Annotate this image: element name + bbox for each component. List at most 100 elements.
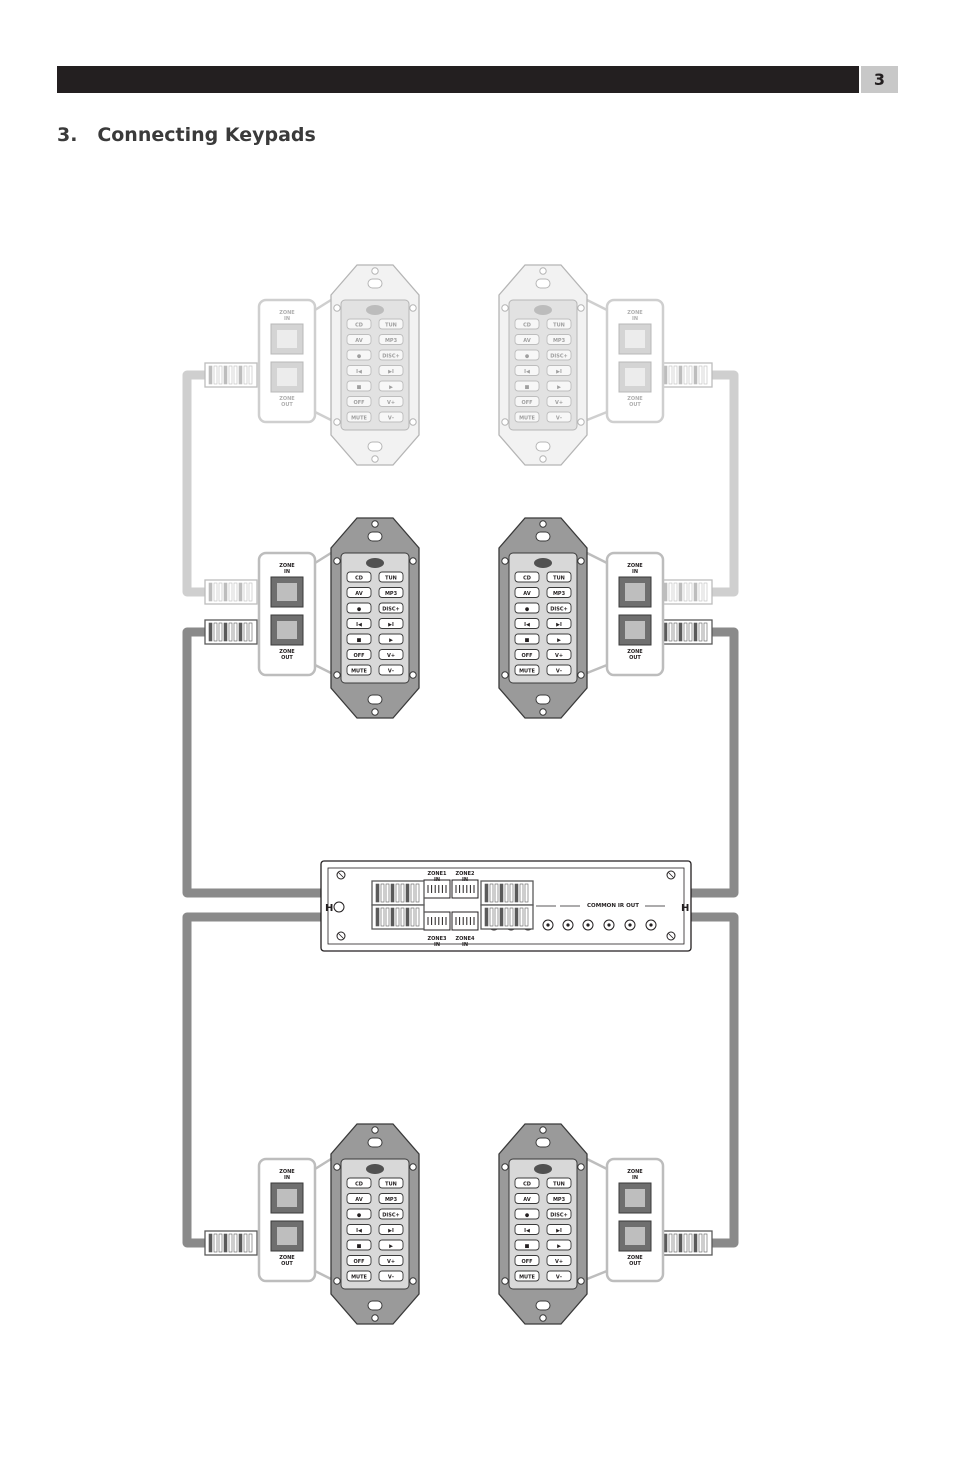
plug-rib [238, 622, 243, 642]
keypad-button [546, 411, 572, 423]
keypad-button-label: I◀ [524, 1228, 530, 1234]
keypad-button [378, 1193, 404, 1204]
keypad-button-label: AV [523, 338, 531, 344]
keypad-button-label: DISC+ [382, 1212, 399, 1218]
ir-sensor-icon [534, 558, 552, 568]
screw-icon [371, 1126, 379, 1134]
keypad-button-label: MUTE [519, 668, 535, 674]
screw-icon [539, 708, 547, 716]
screw-icon [333, 557, 341, 565]
common-ir-socket-pin [607, 923, 611, 927]
plug-rib [509, 883, 514, 903]
keypad-button [546, 587, 572, 598]
zone-in-label: ZONE [279, 310, 295, 316]
plug-rib [673, 582, 678, 602]
hub-zone-label: ZONE1 [428, 871, 447, 877]
keypad-button-label: I◀ [356, 369, 362, 375]
plug-rib [395, 883, 400, 903]
plug-rib [683, 365, 688, 385]
keypad-button [378, 396, 404, 407]
keypad-button-label: CD [355, 575, 363, 581]
keypad-button [514, 318, 540, 330]
keypad-button-label: MUTE [351, 668, 367, 674]
plug-rib [380, 883, 385, 903]
keypad-button-label: ▶I [388, 369, 394, 375]
plug-rib [415, 907, 420, 927]
keypad-button-label: DISC+ [550, 353, 567, 359]
keypad-button-label: TUN [553, 575, 565, 581]
screw-icon [501, 1163, 509, 1171]
zone-out-jack-socket [625, 368, 645, 386]
plug-rib [228, 582, 233, 602]
keypad-button [378, 1177, 404, 1189]
common-ir-socket-pin [586, 923, 590, 927]
keypad-button [546, 1224, 572, 1235]
keypad-button-label: V– [556, 415, 563, 421]
plug-rib [509, 907, 514, 927]
callout-line [314, 298, 332, 312]
plug-rib [698, 622, 703, 642]
plug-rib [380, 907, 385, 927]
keypad-button [378, 349, 404, 361]
keypad-button-label: I◀ [524, 369, 530, 375]
plug-rib [489, 907, 494, 927]
keypad-button [514, 571, 540, 583]
hub-bracket-left: H [325, 903, 333, 914]
plug-rib [668, 622, 673, 642]
screw-icon [539, 1314, 547, 1322]
mount-hole [535, 278, 551, 289]
screw-icon [371, 267, 379, 275]
keypad-button [546, 365, 572, 376]
plug-rib [395, 907, 400, 927]
hub-zone-jack [451, 911, 479, 931]
keypad-button-label: MP3 [385, 1197, 398, 1203]
keypad-button [346, 318, 372, 330]
keypad-button-label: I◀ [524, 622, 530, 628]
keypad-button [546, 334, 572, 345]
plug-rib [703, 582, 708, 602]
mount-hole [535, 694, 551, 705]
keypad-button-label: AV [355, 1197, 363, 1203]
plug-rib [514, 883, 519, 903]
screw-icon [577, 1163, 585, 1171]
zone-out-label: ZONE [627, 396, 643, 402]
zone-out-label: OUT [629, 1261, 641, 1267]
hub-zone-label: ZONE3 [428, 936, 447, 942]
keypad-button [514, 1208, 540, 1220]
keypad-button-label: ● [525, 1212, 530, 1218]
keypad-button [346, 1208, 372, 1220]
zone-in-jack-socket [277, 330, 297, 348]
screw-icon [501, 418, 509, 426]
keypad-button-label: ● [357, 606, 362, 612]
keypad-button-label: CD [355, 1181, 363, 1187]
plug-rib [385, 883, 390, 903]
keypad-button-label: V+ [555, 653, 563, 659]
plug-rib [683, 582, 688, 602]
keypad-button [546, 602, 572, 614]
hub-zone-label: IN [434, 942, 440, 948]
zone-out-label: OUT [281, 402, 293, 408]
hub-zone-label: IN [462, 942, 468, 948]
plug-rib [390, 883, 395, 903]
plug-rib [698, 365, 703, 385]
screw-icon [333, 1163, 341, 1171]
keypad-button-label: OFF [521, 653, 532, 659]
plug-rib [218, 582, 223, 602]
screw-icon [333, 304, 341, 312]
keypad-button-label: DISC+ [550, 606, 567, 612]
keypad-button [346, 349, 372, 361]
ir-out-socket-pin [546, 923, 550, 927]
keypad-button-label: V– [388, 1274, 395, 1280]
keypad-button [346, 1224, 372, 1235]
keypad-button-label: ▶I [556, 622, 562, 628]
callout-line [314, 1269, 332, 1281]
keypad-button [346, 396, 372, 407]
keypad-button [346, 618, 372, 629]
plug-rib [519, 883, 524, 903]
plug-rib [223, 622, 228, 642]
zone-in-jack-socket [625, 330, 645, 348]
screw-icon [409, 1163, 417, 1171]
